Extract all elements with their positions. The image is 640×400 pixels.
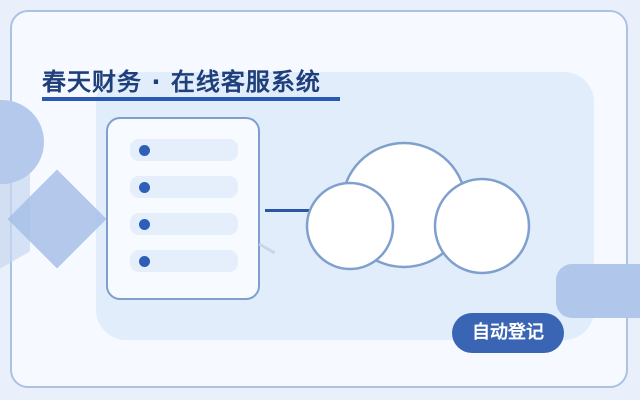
- document-list-icon: [106, 117, 260, 300]
- document-list-row: [130, 176, 238, 198]
- auto-register-badge[interactable]: 自动登记: [452, 313, 564, 353]
- connector-line: [265, 209, 331, 212]
- page-title: 春天财务 · 在线客服系统: [42, 68, 321, 96]
- document-list-row: [130, 250, 238, 272]
- decorative-pill: [556, 264, 640, 318]
- document-list-row: [130, 213, 238, 235]
- bullet-dot-icon: [139, 145, 150, 156]
- bullet-dot-icon: [139, 219, 150, 230]
- bullet-dot-icon: [139, 182, 150, 193]
- cloud-icon: [300, 140, 540, 280]
- bullet-dot-icon: [139, 256, 150, 267]
- title-underline: [42, 97, 340, 101]
- document-list-row: [130, 139, 238, 161]
